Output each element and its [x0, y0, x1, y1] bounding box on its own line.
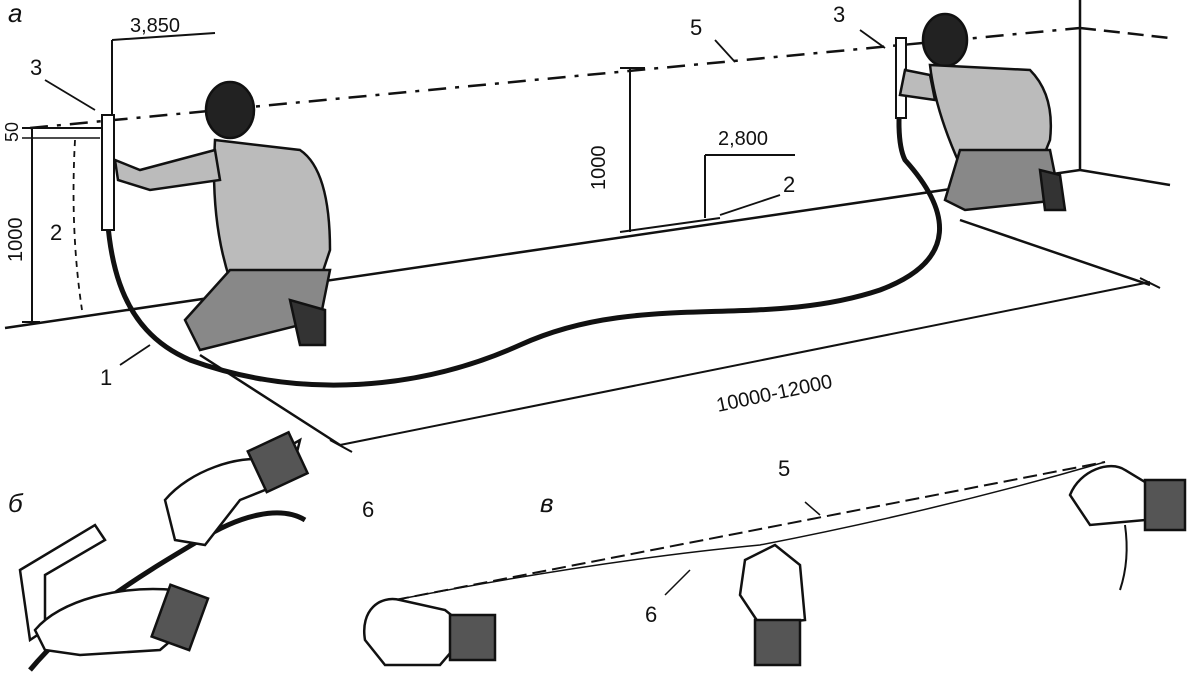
callout-6-v: 6: [645, 602, 657, 627]
cord-sag: [394, 461, 1106, 601]
cord-line: [394, 461, 1106, 601]
panel-label-b: б: [8, 488, 24, 518]
floor-edge-right: [959, 218, 1151, 287]
callout-2-left: 2: [50, 220, 62, 245]
left-level-tube: [101, 114, 115, 231]
callout-2-mid: 2: [783, 172, 795, 197]
panel-b-drawing: [18, 430, 310, 672]
hand-v-mid: [738, 543, 807, 627]
cuff-b-bottom: [150, 583, 210, 652]
callout-5-top: 5: [690, 15, 702, 40]
wall-floor-line: [4, 168, 1081, 330]
cuff-v-left: [448, 613, 497, 662]
panel-label-v: в: [540, 488, 554, 518]
cuff-b-top: [246, 430, 310, 494]
callout-5-v: 5: [778, 456, 790, 481]
callout-3-left: 3: [30, 55, 42, 80]
dim-offset-50: 50: [2, 122, 22, 142]
left-worker-figure: [113, 80, 332, 352]
dim-2800: 2,800: [718, 128, 768, 150]
hand-v-right: [1068, 464, 1152, 527]
dim-height-left: 1000: [5, 218, 27, 263]
cuff-v-right: [1143, 478, 1187, 532]
dim-3850: 3,850: [130, 15, 180, 37]
left-mark-curve: [72, 139, 83, 311]
right-floor-line: [1079, 168, 1171, 187]
length-dim-line: [339, 281, 1151, 446]
cuff-v-mid: [753, 618, 802, 667]
right-wall-top: [1079, 26, 1171, 40]
callout-6-b: 6: [362, 497, 374, 522]
panel-label-a: а: [8, 0, 22, 28]
dim-height-mid: 1000: [588, 146, 610, 191]
funnel-tube: [18, 523, 107, 643]
dim-length: 10000-12000: [714, 371, 834, 417]
panel-v-drawing: [362, 461, 1187, 667]
right-worker-figure: [898, 12, 1067, 212]
callout-1-hose: 1: [100, 365, 112, 390]
water-level-hose: [103, 59, 943, 388]
callout-3-right: 3: [833, 2, 845, 27]
